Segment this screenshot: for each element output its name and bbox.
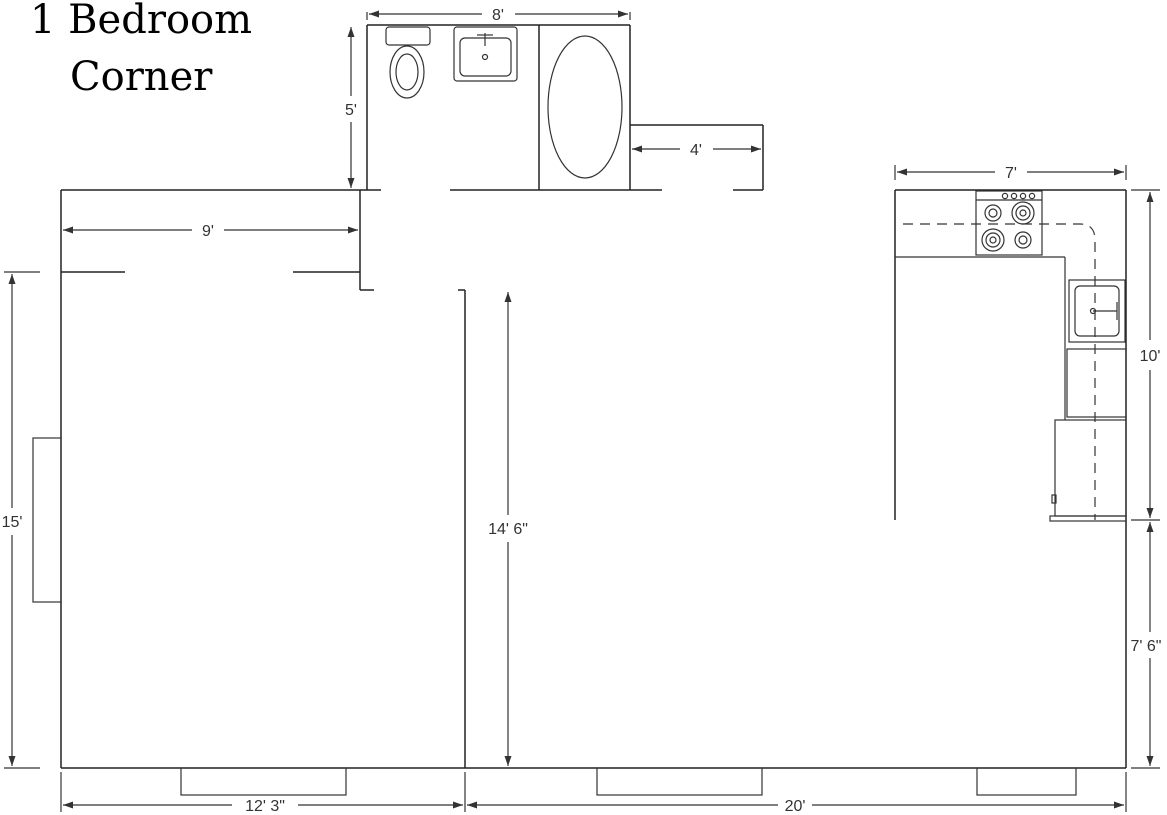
kitchen-counter [895, 223, 1096, 520]
bathtub-icon [547, 35, 623, 179]
dim-label-bedroom-depth: 15' [2, 514, 23, 531]
dim-label-living-depth: 14' 6" [488, 521, 528, 538]
dim-label-living-lower-depth: 7' 6" [1131, 638, 1162, 655]
dimension-lines [4, 10, 1160, 812]
toilet-icon [385, 26, 431, 99]
window-kitchen [976, 767, 1077, 796]
dim-label-bath-depth: 5' [345, 102, 357, 119]
dim-label-kitchen-depth: 10' [1140, 348, 1161, 365]
plan-title-line1: 1 Bedroom [30, 0, 252, 43]
window-bedroom [180, 767, 347, 796]
stove-icon [975, 190, 1043, 256]
kitchen-sink-icon [1068, 279, 1126, 343]
refrigerator-icon [1049, 419, 1127, 522]
dim-label-bath-width: 8' [492, 7, 504, 24]
dim-label-closet-width: 4' [690, 142, 702, 159]
counter-cabinet [1066, 348, 1127, 418]
dim-label-living-width: 20' [785, 798, 806, 815]
dim-label-kitchen-width: 7' [1005, 165, 1017, 182]
bathroom-sink-icon [453, 26, 518, 82]
window-living [596, 767, 763, 796]
walls [60, 24, 1127, 769]
plan-title-line2: Corner [70, 54, 213, 100]
window-left [32, 437, 62, 603]
dim-label-bedroom-closet: 9' [202, 223, 214, 240]
dim-label-bedroom-width: 12' 3" [245, 798, 285, 815]
